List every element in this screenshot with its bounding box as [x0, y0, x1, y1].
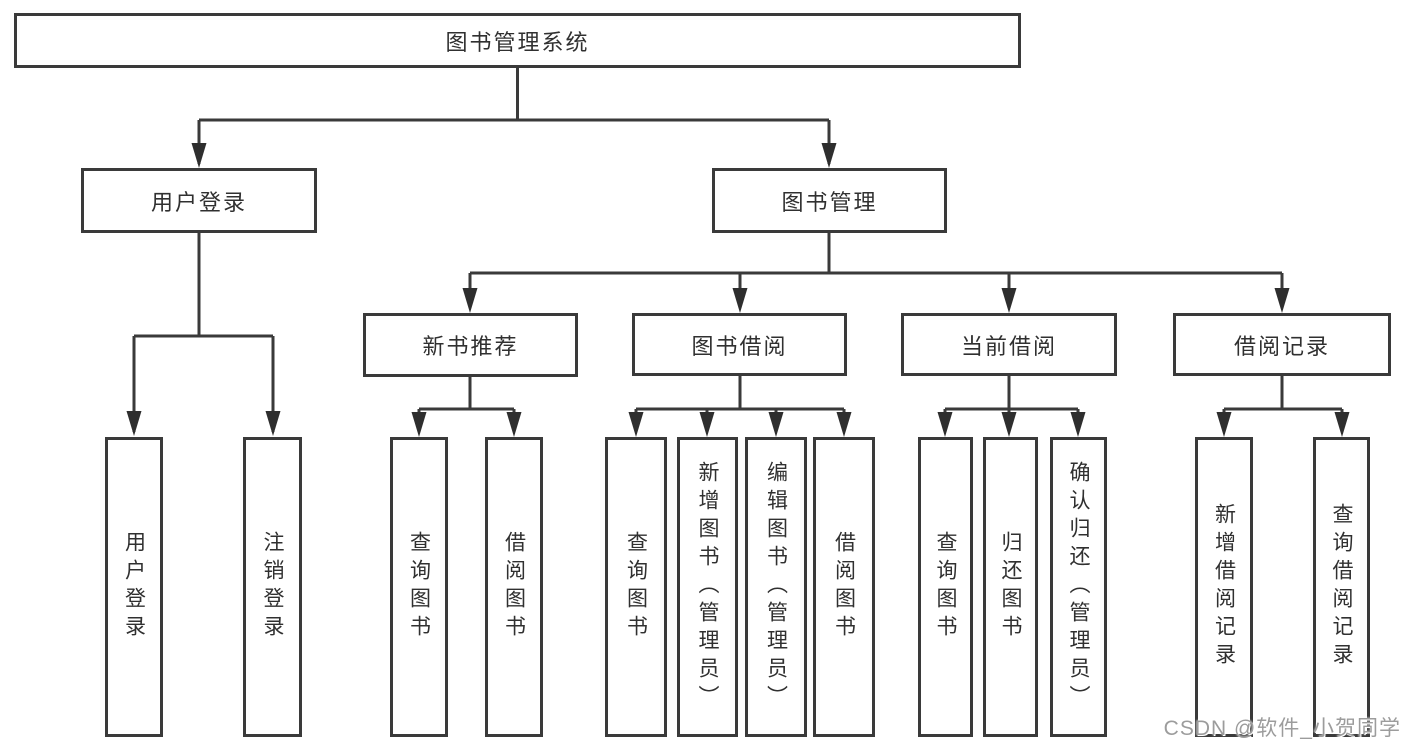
node-label: 新增借阅记录 [1212, 503, 1236, 671]
node-label: 借阅图书 [832, 531, 856, 643]
leaf-edit-book-admin: 编辑图书（管理员） [745, 437, 807, 737]
leaf-query-book-recommend: 查询图书 [390, 437, 448, 737]
leaf-borrow-book-recommend: 借阅图书 [485, 437, 543, 737]
node-label: 查询图书 [934, 531, 957, 643]
node-book-management: 图书管理 [712, 168, 947, 233]
edge-root-to-level1 [197, 68, 831, 164]
leaf-user-login: 用户登录 [105, 437, 163, 737]
node-label: 图书借阅 [691, 333, 788, 359]
node-label: 借阅图书 [502, 531, 526, 643]
node-library-system: 图书管理系统 [14, 13, 1021, 68]
node-user-login: 用户登录 [81, 168, 317, 233]
leaf-query-book-current: 查询图书 [918, 437, 973, 737]
leaf-logout: 注销登录 [243, 437, 302, 737]
edge-newbook-to-leaves [417, 377, 516, 432]
node-current-borrow: 当前借阅 [901, 313, 1117, 376]
node-book-borrow: 图书借阅 [632, 313, 847, 376]
edge-userlogin-to-leaves [132, 233, 275, 432]
node-label: 新书推荐 [422, 334, 519, 359]
leaf-query-borrow-record: 查询借阅记录 [1313, 437, 1370, 737]
leaf-return-book: 归还图书 [983, 437, 1038, 737]
node-label: 当前借阅 [960, 333, 1057, 359]
edge-borrow-to-leaves [634, 376, 846, 432]
node-borrow-records: 借阅记录 [1173, 313, 1391, 376]
node-label: 查询图书 [624, 531, 648, 643]
node-label: 新增图书（管理员） [696, 461, 719, 713]
leaf-query-book-borrow: 查询图书 [605, 437, 667, 737]
node-label: 查询图书 [407, 531, 431, 643]
node-label: 用户登录 [122, 531, 146, 643]
node-label: 归还图书 [999, 531, 1022, 643]
leaf-add-book-admin: 新增图书（管理员） [677, 437, 738, 737]
edge-bookmgmt-to-level2 [468, 233, 1284, 308]
node-label: 注销登录 [261, 531, 284, 643]
csdn-watermark: CSDN @软件_小贺同学 [1163, 717, 1401, 740]
leaf-confirm-return-admin: 确认归还（管理员） [1050, 437, 1107, 737]
node-label: 编辑图书（管理员） [764, 461, 788, 713]
node-label: 图书管理 [781, 189, 878, 215]
node-label: 查询借阅记录 [1330, 503, 1353, 671]
node-label: 借阅记录 [1233, 333, 1330, 359]
node-label: 用户登录 [150, 189, 247, 215]
node-new-book-recommend: 新书推荐 [363, 313, 578, 377]
leaf-add-borrow-record: 新增借阅记录 [1195, 437, 1253, 737]
edge-records-to-leaves [1222, 376, 1344, 432]
arrowheads [126, 143, 1350, 437]
leaf-borrow-book: 借阅图书 [813, 437, 875, 737]
node-label: 确认归还（管理员） [1067, 461, 1090, 713]
node-label: 图书管理系统 [445, 29, 590, 55]
